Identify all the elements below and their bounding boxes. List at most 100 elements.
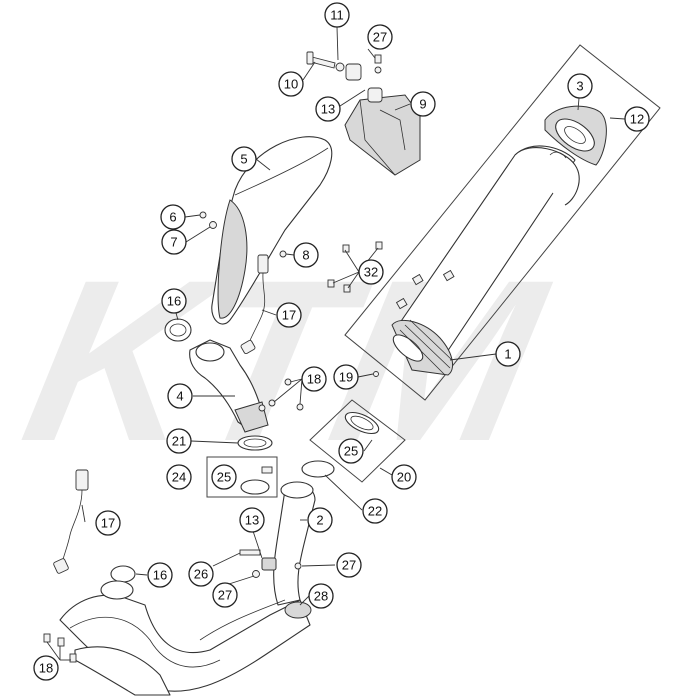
callout-28: 28 <box>308 583 334 609</box>
callout-13-top: 13 <box>315 96 341 122</box>
callout-25-right: 25 <box>338 438 364 464</box>
mid-pipe <box>261 481 316 606</box>
svg-text:13: 13 <box>245 513 259 528</box>
callout-3: 3 <box>567 73 593 99</box>
callout-1: 1 <box>495 341 521 367</box>
nut-8 <box>279 250 287 258</box>
callout-6: 6 <box>160 204 186 230</box>
callout-5: 5 <box>231 146 257 172</box>
callout-7: 7 <box>161 229 187 255</box>
silencer <box>391 145 580 376</box>
screw-19 <box>373 371 379 377</box>
svg-text:18: 18 <box>39 661 53 676</box>
svg-text:9: 9 <box>419 97 426 112</box>
top-screw-set <box>306 51 382 81</box>
lambda-sensor-upper <box>240 254 269 355</box>
svg-text:2: 2 <box>316 513 323 528</box>
svg-text:3: 3 <box>576 79 583 94</box>
callout-16-lower: 16 <box>147 562 173 588</box>
gasket-21 <box>237 435 273 451</box>
svg-text:16: 16 <box>167 294 181 309</box>
clamp-20 <box>344 411 380 435</box>
gasket-16-upper-inner <box>169 323 187 337</box>
manifold-heat-shield <box>211 136 333 325</box>
svg-text:32: 32 <box>364 265 378 280</box>
svg-text:8: 8 <box>302 248 309 263</box>
callout-4: 4 <box>167 383 193 409</box>
svg-text:27: 27 <box>218 588 232 603</box>
clamp-25-a <box>240 466 273 495</box>
exhaust-manifold-upper <box>189 339 269 433</box>
callout-18-lower: 18 <box>33 655 59 681</box>
svg-text:20: 20 <box>397 470 411 485</box>
callout-16-upper: 16 <box>161 288 187 314</box>
clamp-group-frame-24 <box>206 456 278 498</box>
washer-7 <box>209 221 217 229</box>
svg-text:19: 19 <box>339 370 353 385</box>
callout-17-upper: 17 <box>276 302 302 328</box>
callout-20: 20 <box>391 464 417 490</box>
svg-text:7: 7 <box>170 235 177 250</box>
svg-text:26: 26 <box>194 567 208 582</box>
silencer-end-cap <box>544 105 607 166</box>
callout-11: 11 <box>324 2 350 28</box>
svg-text:13: 13 <box>321 102 335 117</box>
svg-text:21: 21 <box>172 434 186 449</box>
callout-18-upper: 18 <box>301 366 327 392</box>
callout-10: 10 <box>278 71 304 97</box>
callout-9: 9 <box>410 91 436 117</box>
header-pipes <box>59 580 312 696</box>
callout-32: 32 <box>358 259 384 285</box>
svg-text:17: 17 <box>101 516 115 531</box>
svg-text:10: 10 <box>284 77 298 92</box>
callout-13-lower: 13 <box>239 507 265 533</box>
callout-26: 26 <box>188 561 214 587</box>
svg-text:27: 27 <box>342 558 356 573</box>
gasket-21-inner <box>243 438 267 448</box>
svg-text:16: 16 <box>153 568 167 583</box>
gasket-16-lower <box>110 565 136 583</box>
callout-22: 22 <box>362 498 388 524</box>
callout-12: 12 <box>624 106 650 132</box>
callout-25-left: 25 <box>211 464 237 490</box>
callout-17-lower: 17 <box>95 510 121 536</box>
svg-text:11: 11 <box>330 8 344 23</box>
callout-24: 24 <box>166 464 192 490</box>
svg-text:24: 24 <box>172 470 186 485</box>
callout-21: 21 <box>166 428 192 454</box>
heat-shield-bracket <box>344 87 421 176</box>
screw-18-lower-b <box>57 637 65 647</box>
callout-8: 8 <box>293 242 319 268</box>
callout-2: 2 <box>307 507 333 533</box>
svg-text:4: 4 <box>176 389 183 404</box>
screw-6 <box>199 211 207 219</box>
svg-text:17: 17 <box>282 308 296 323</box>
svg-text:12: 12 <box>630 112 644 127</box>
svg-text:22: 22 <box>368 504 382 519</box>
screw-18-lower-c <box>69 653 77 663</box>
nut-27-right <box>294 562 302 570</box>
svg-text:1: 1 <box>504 347 511 362</box>
screw-18-c <box>296 403 304 411</box>
svg-text:18: 18 <box>307 372 321 387</box>
callout-27-top: 27 <box>367 24 393 50</box>
lambda-sensor-lower <box>53 469 89 574</box>
callout-27-right: 27 <box>336 552 362 578</box>
svg-text:25: 25 <box>217 470 231 485</box>
bolt-26 <box>239 549 261 556</box>
screw-18-b <box>268 399 276 407</box>
clamp-group-frame-20 <box>309 399 406 483</box>
callout-19: 19 <box>333 364 359 390</box>
svg-text:28: 28 <box>314 589 328 604</box>
silencer-group-frame <box>344 44 661 401</box>
gasket-22 <box>301 460 335 478</box>
screw-18-lower-a <box>43 633 51 643</box>
callout-27-mid: 27 <box>212 582 238 608</box>
svg-text:27: 27 <box>373 30 387 45</box>
svg-text:25: 25 <box>344 444 358 459</box>
svg-text:5: 5 <box>240 152 247 167</box>
svg-text:6: 6 <box>169 210 176 225</box>
washer-27-mid <box>252 570 260 578</box>
gasket-16-upper <box>164 318 192 342</box>
